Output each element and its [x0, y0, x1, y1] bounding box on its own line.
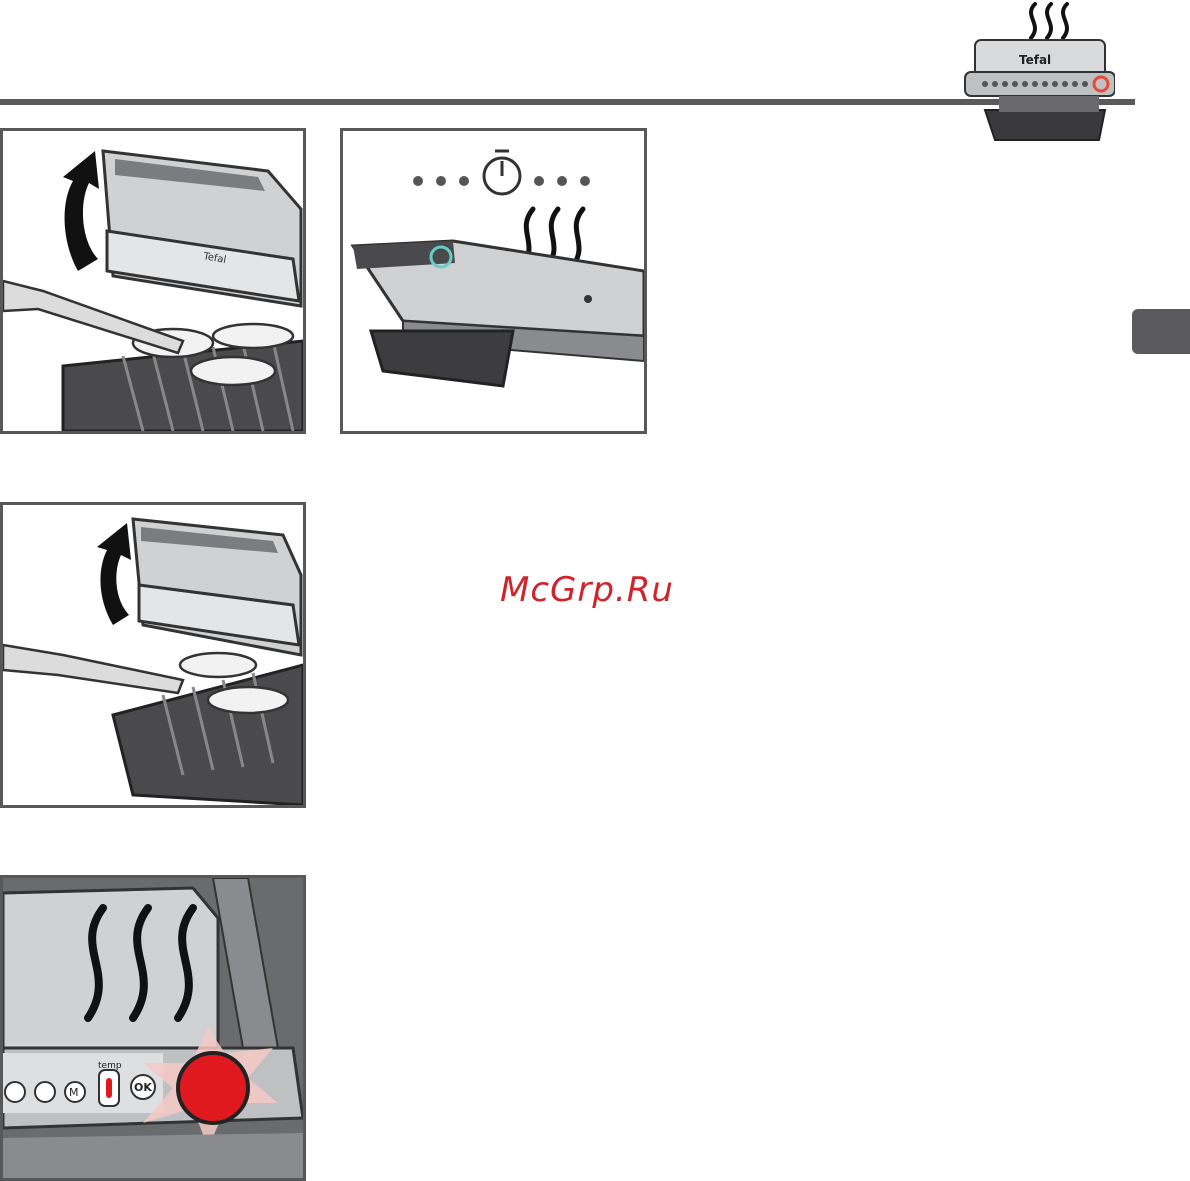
timer-icon — [484, 151, 520, 194]
header-grill-illustration: Tefal — [955, 0, 1115, 150]
tongs-icon — [3, 645, 183, 693]
svg-text:temp: temp — [98, 1061, 122, 1071]
red-indicator-light — [178, 1053, 248, 1123]
arrow-up-icon — [63, 151, 99, 271]
arrow-up-icon — [97, 523, 131, 625]
chapter-tab — [1132, 309, 1190, 354]
step-panel-remove-food: Tefal — [0, 128, 306, 434]
step-panel-preheat — [340, 128, 647, 434]
watermark: McGrp.Ru — [500, 570, 674, 610]
step-panel-indicator: M temp OK — [0, 875, 306, 1181]
steam-icon — [1031, 4, 1067, 38]
svg-text:Tefal: Tefal — [1019, 53, 1051, 67]
step-panel-remove-food-again — [0, 502, 306, 808]
svg-text:M: M — [69, 1086, 79, 1099]
tongs-icon — [3, 281, 183, 353]
svg-text:OK: OK — [134, 1081, 152, 1094]
